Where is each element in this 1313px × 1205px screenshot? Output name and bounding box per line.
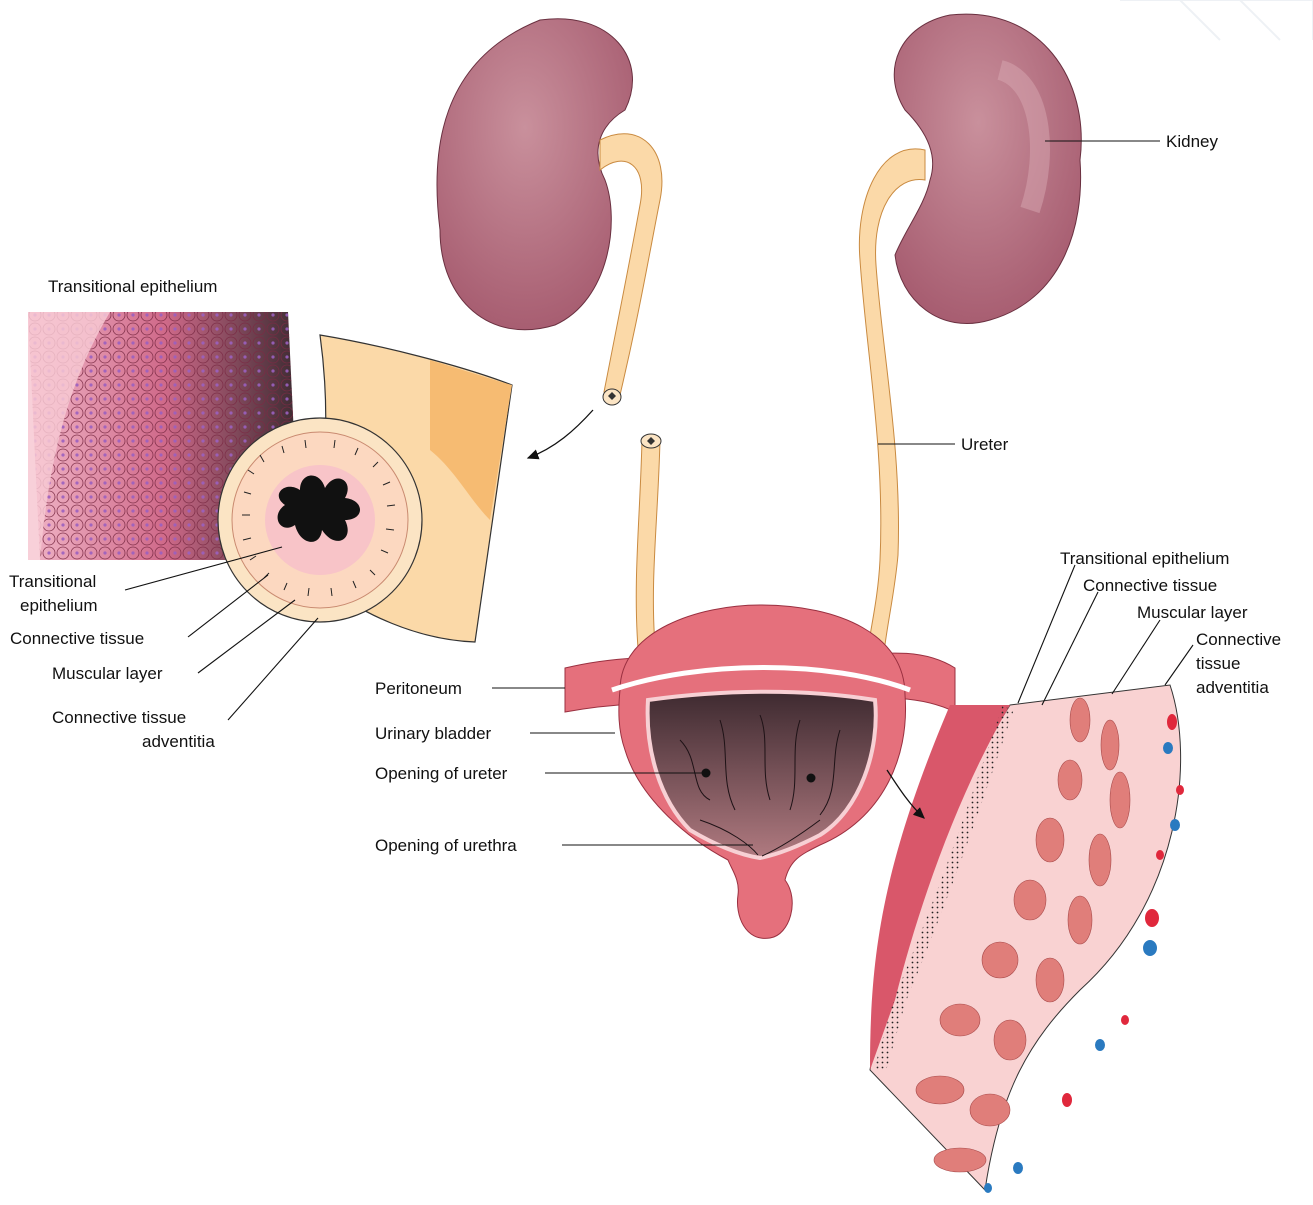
- opening-of-ureter-label: Opening of ureter: [375, 764, 508, 783]
- ureter-transitional-epithelium-label-2: epithelium: [20, 596, 98, 615]
- wall-connective-tissue-label: Connective tissue: [1083, 576, 1217, 595]
- opening-of-urethra-label: Opening of urethra: [375, 836, 517, 855]
- ureter-stub: [636, 434, 661, 648]
- urinary-bladder-label: Urinary bladder: [375, 724, 492, 743]
- wall-muscular-layer-label: Muscular layer: [1137, 603, 1248, 622]
- ureter-connective-tissue-label: Connective tissue: [10, 629, 144, 648]
- ureter-adventitia-label-1: Connective tissue: [52, 708, 186, 727]
- ureter-cross-section: [28, 312, 512, 642]
- left-kidney: [437, 19, 662, 405]
- background-grid: [1120, 0, 1313, 40]
- ureter-transitional-epithelium-label-1: Transitional: [9, 572, 96, 591]
- right-kidney: [859, 14, 1081, 652]
- wall-adventitia-label-2: tissue: [1196, 654, 1240, 673]
- arrow-to-ureter-section: [528, 410, 593, 458]
- wall-transitional-epithelium-label: Transitional epithelium: [1060, 549, 1229, 568]
- ureter-section-title: Transitional epithelium: [48, 277, 217, 296]
- peritoneum-label: Peritoneum: [375, 679, 462, 698]
- ureter-muscular-layer-label: Muscular layer: [52, 664, 163, 683]
- ureter-label: Ureter: [961, 435, 1009, 454]
- bladder-wall-section: [870, 685, 1184, 1193]
- wall-adventitia-label-3: adventitia: [1196, 678, 1269, 697]
- ureter-adventitia-label-2: adventitia: [142, 732, 215, 751]
- wall-adventitia-label-1: Connective: [1196, 630, 1281, 649]
- kidney-label: Kidney: [1166, 132, 1218, 151]
